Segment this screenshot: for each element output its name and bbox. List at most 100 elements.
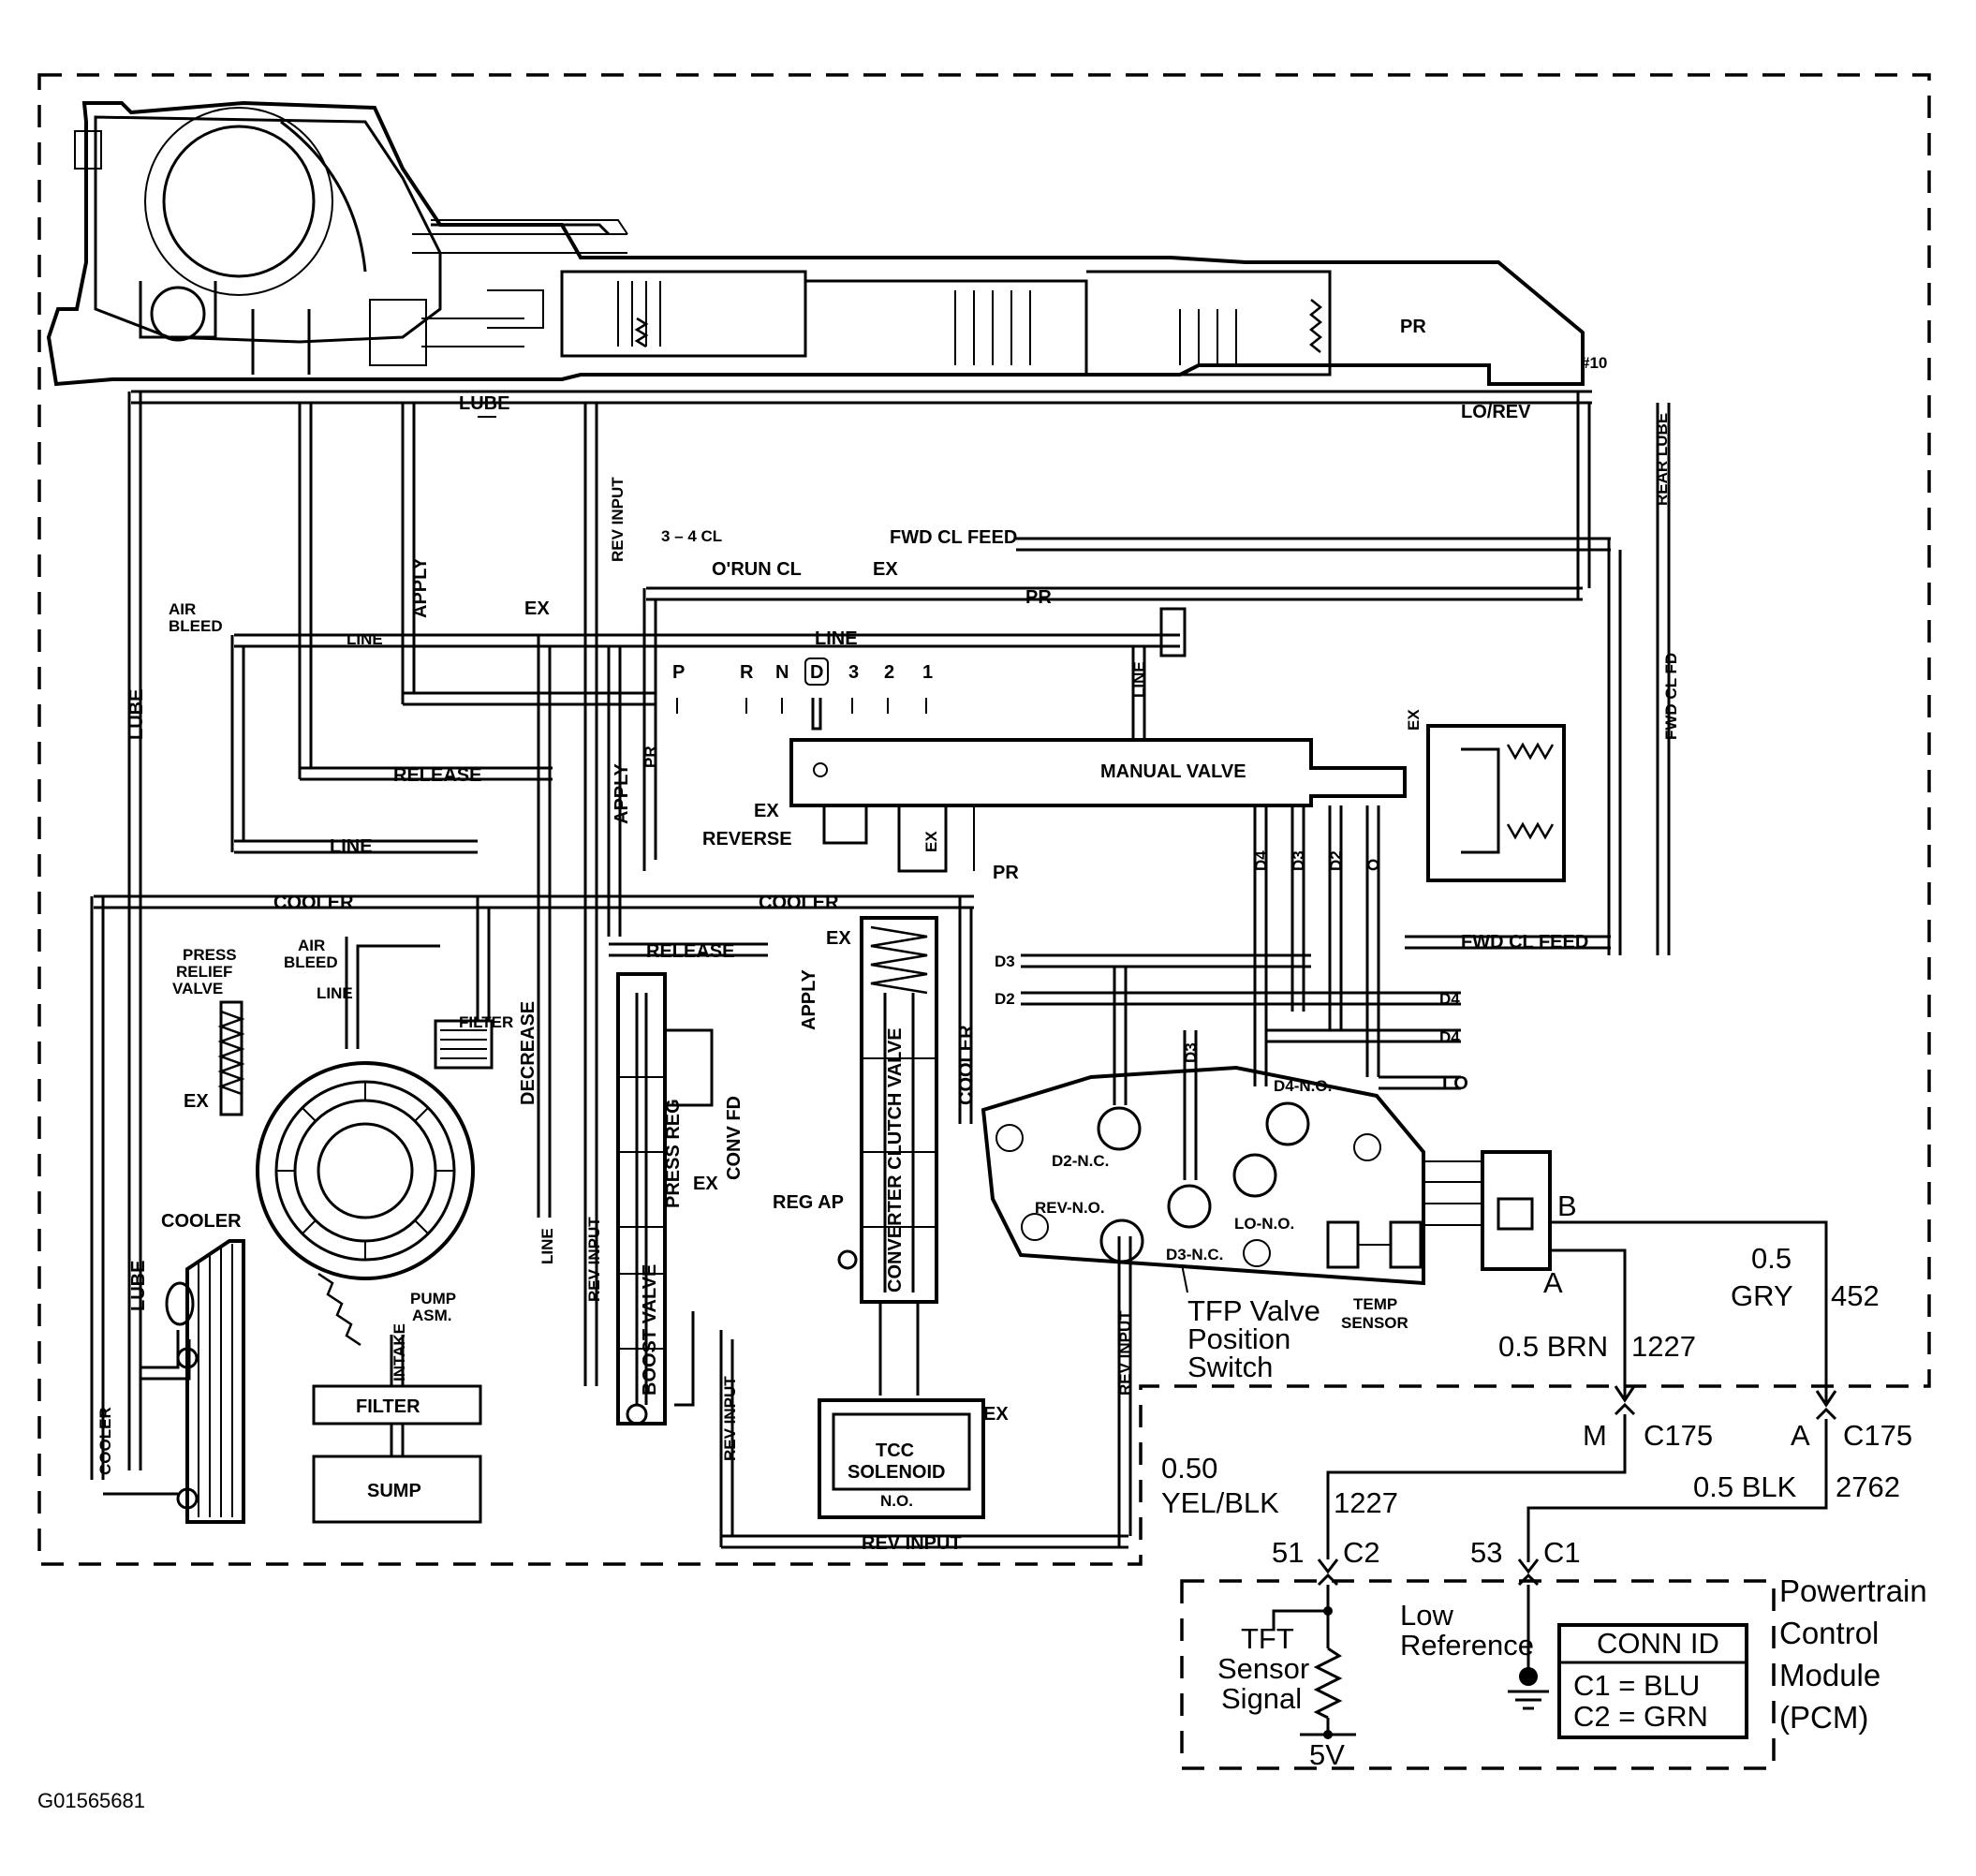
lube-label-vertical: LUBE (126, 689, 147, 740)
tfp-label-1: TFP Valve (1187, 1294, 1320, 1327)
d3-switch-label: D3 (1182, 1042, 1200, 1063)
pr-label-middle: PR (1025, 587, 1052, 608)
sump-label: SUMP (367, 1481, 421, 1501)
yel-wire-label: YEL/BLK (1161, 1486, 1279, 1519)
cooler-label-equip: COOLER (161, 1211, 242, 1232)
c175-right-label: C175 (1843, 1419, 1912, 1452)
temp-sensor-label-2: SENSOR (1341, 1314, 1408, 1332)
gear-selector: P R N D 3 2 1 (672, 657, 933, 731)
blk-circuit-label: 2762 (1836, 1470, 1900, 1503)
ex-left: EX (524, 598, 550, 619)
transmission-connector (1423, 1150, 1828, 1405)
pump-asm-label-1: PUMP (410, 1290, 456, 1307)
orun-cl-label: O'RUN CL (712, 559, 802, 580)
low-ref-label-2: Reference (1400, 1629, 1534, 1662)
blk-wire-label: 0.5 BLK (1693, 1470, 1797, 1503)
tfp-label-2: Position (1187, 1322, 1290, 1355)
clutch-packs (560, 270, 1332, 377)
pcm-internals (1272, 1585, 1549, 1739)
switch-d3-nc (1167, 1184, 1212, 1229)
lo-no-label: LO-N.O. (1234, 1215, 1294, 1233)
d4-label-right-1: D4 (1439, 990, 1460, 1008)
d4-no-label: D4-N.O. (1274, 1077, 1332, 1095)
d4-label-vertical: D4 (1252, 850, 1270, 871)
fwd-cl-feed-label-top: FWD CL FEED (890, 527, 1017, 548)
tft-label-1: TFT (1241, 1622, 1294, 1655)
lo-rev-label: LO/REV (1461, 402, 1531, 422)
filter-box (312, 1384, 482, 1425)
line-label-left: LINE (347, 630, 383, 648)
pin-51-label: 51 (1272, 1536, 1304, 1569)
switch-rev-no (1099, 1219, 1144, 1263)
temp-sensor-element (1326, 1220, 1360, 1269)
conn-a-label: A (1791, 1419, 1810, 1452)
tcc-solenoid-no: N.O. (880, 1492, 913, 1510)
sump-box (312, 1455, 482, 1524)
yel-size-label: 0.50 (1161, 1452, 1217, 1485)
release-label-top: RELEASE (393, 765, 481, 786)
tcc-solenoid-label-2: SOLENOID (848, 1462, 945, 1483)
lube-label-lower: LUBE (128, 1261, 149, 1311)
apply-label-vertical-2: APPLY (612, 762, 632, 824)
d4-label-right-2: D4 (1439, 1028, 1460, 1046)
ex-orun: EX (873, 559, 898, 580)
press-relief-label-1: PRESS (183, 946, 237, 964)
tfp-label-3: Switch (1187, 1351, 1273, 1383)
c175-left-label: C175 (1644, 1419, 1713, 1452)
release-label-lower: RELEASE (646, 941, 734, 962)
cooler-label-vertical: COOLER (956, 1025, 977, 1105)
low-ref-label-1: Low (1400, 1599, 1453, 1632)
gear-1: 1 (922, 662, 933, 683)
rev-no-label: REV-N.O. (1035, 1199, 1105, 1217)
pcm-title-3: Module (1779, 1658, 1880, 1692)
decrease-label: DECREASE (518, 1001, 538, 1105)
converter-clutch-valve-label: CONVERTER CLUTCH VALVE (885, 1027, 906, 1293)
gear-p: P (672, 662, 685, 683)
switch-d2-nc (1097, 1106, 1142, 1151)
gear-n: N (775, 662, 789, 683)
gry-wire-label: GRY (1731, 1279, 1793, 1312)
c1-label: C1 (1543, 1536, 1581, 1569)
cooler-label-left-vertical: COOLER (96, 1407, 114, 1475)
line-label-top: LINE (815, 628, 858, 649)
lo-label-vertical: O (1364, 859, 1382, 871)
gear-r: R (740, 662, 754, 683)
rev-input-label-bottom: REV INPUT (862, 1533, 962, 1554)
gry-circuit-label: 452 (1831, 1279, 1880, 1312)
press-reg-label: PRESS REG (663, 1099, 684, 1208)
tcc-solenoid (818, 1398, 985, 1519)
conn-id-box (1557, 1623, 1748, 1739)
gear-2: 2 (884, 662, 894, 683)
rev-input-label-right-v: REV INPUT (1116, 1310, 1134, 1396)
line-label-lower: LINE (330, 836, 373, 857)
conn-id-c2: C2 = GRN (1573, 1700, 1708, 1733)
pr-manual-bottom: PR (993, 863, 1019, 883)
press-relief-label-3: VALVE (172, 980, 223, 997)
d3-label-vertical: D3 (1290, 850, 1307, 871)
ex-manual-2: EX (922, 831, 940, 852)
d3-nc-label: D3-N.C. (1166, 1246, 1223, 1263)
boost-valve-label: BOOST VALVE (640, 1264, 660, 1396)
air-bleed-label-top: AIR (169, 600, 196, 618)
pcm-title-1: Powertrain (1779, 1573, 1927, 1608)
pressure-regulator-valve (616, 972, 714, 1425)
ex-tcc: EX (983, 1404, 1009, 1425)
ex-press-reg: EX (693, 1174, 718, 1194)
pcm-boundary (1180, 1579, 1776, 1770)
rev-input-label-left: REV INPUT (585, 1217, 603, 1302)
manual-valve (789, 607, 1407, 873)
num10-label: #10 (1581, 354, 1607, 372)
tft-label-2: Sensor (1217, 1652, 1309, 1685)
cl34-label: 3 – 4 CL (661, 527, 722, 545)
reverse-label: REVERSE (702, 829, 792, 849)
conv-fd-label: CONV FD (724, 1096, 745, 1180)
accumulator-valve (1426, 724, 1566, 882)
press-relief-label-2: RELIEF (176, 963, 232, 981)
switch-d4-no (1265, 1101, 1310, 1146)
conn-m-label: M (1583, 1419, 1607, 1452)
filter-label: FILTER (356, 1396, 420, 1417)
pcm-title-2: Control (1779, 1616, 1879, 1650)
pin-b-label: B (1557, 1189, 1577, 1222)
gear-d: D (810, 662, 823, 683)
